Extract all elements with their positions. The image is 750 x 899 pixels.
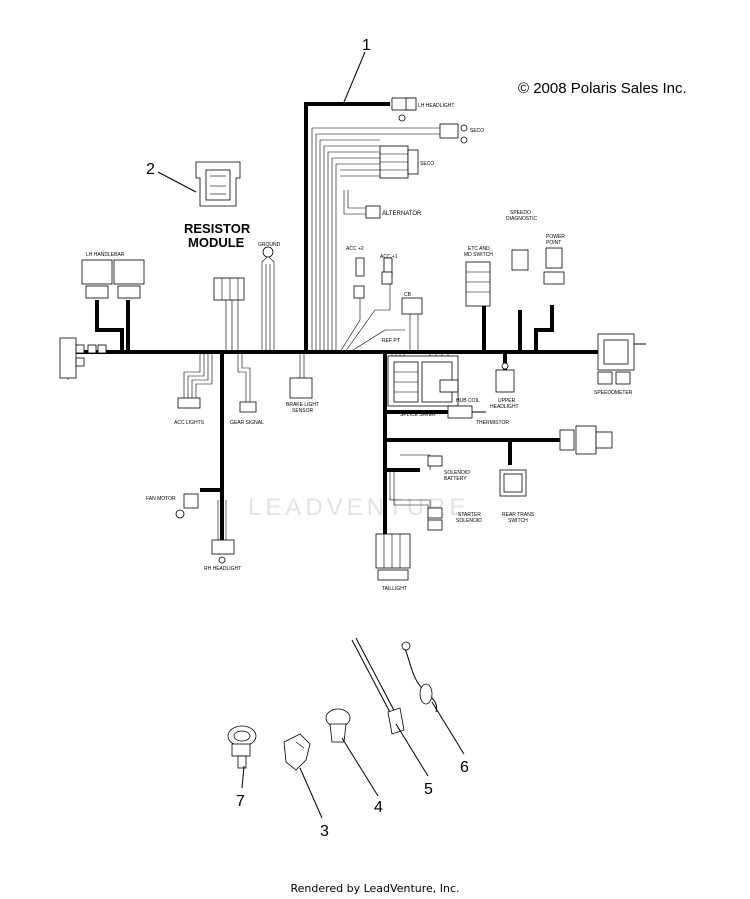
callout-6: 6 [460, 759, 469, 776]
resistor-module-label-1: RESISTOR [184, 221, 251, 236]
label-rear-trans-1: REAR TRANS [502, 512, 535, 518]
label-lh-handlebar: LH HANDLEBAR [86, 252, 125, 258]
wire-bundles [67, 127, 449, 540]
junction-dots [220, 350, 522, 442]
label-speedo-diag-2: DIAGNOSTIC [506, 216, 538, 222]
resistor-module-label-2: MODULE [188, 235, 245, 250]
callout-4: 4 [374, 799, 383, 816]
label-seco-lower: SECO [420, 161, 434, 167]
label-solenoid-1: SOLENOID [444, 470, 470, 476]
label-hub-coil: HUB COIL [456, 398, 480, 404]
label-speedo-diag-1: SPEEDO [510, 210, 531, 216]
label-brake-2: SENSOR [292, 408, 314, 414]
label-power-point-1: POWER [546, 234, 565, 240]
label-starter-2: SOLENOID [456, 518, 482, 524]
callout-1: 1 [362, 37, 371, 54]
callout-2: 2 [146, 161, 155, 178]
label-speedometer: SPEEDOMETER [594, 390, 633, 396]
footer-credit: Rendered by LeadVenture, Inc. [290, 882, 460, 895]
label-splice-saver: SPLICE SAVER [400, 412, 436, 418]
resistor-module-drawing [195, 161, 241, 207]
label-thermistor: THERMISTOR [476, 420, 509, 426]
copyright-text: © 2008 Polaris Sales Inc. [518, 80, 687, 97]
label-alternator: ALTERNATOR [382, 211, 422, 217]
label-starter-1: STARTER [458, 512, 481, 518]
label-upper-hl-1: UPPER [498, 398, 516, 404]
label-brake-1: BRAKE LIGHT [286, 402, 319, 408]
callout-leaders [157, 51, 465, 819]
label-acc2: ACC +2 [346, 246, 364, 252]
label-etc-2: MD SWITCH [464, 252, 493, 258]
label-fan-motor: FAN MOTOR [146, 496, 176, 502]
label-ground: GROUND [258, 242, 281, 248]
label-power-point-2: POINT [546, 240, 561, 246]
loose-parts [227, 637, 438, 771]
label-cb: CB [404, 292, 412, 298]
connectors [59, 97, 646, 581]
main-harness [68, 102, 600, 560]
label-lh-headlight: LH HEADLIGHT [418, 103, 454, 109]
callout-7: 7 [236, 793, 245, 810]
label-seco-upper: SECO [470, 128, 484, 134]
label-ref-pt: REF PT [382, 338, 400, 344]
callout-3: 3 [320, 823, 329, 840]
label-gear-signal: GEAR SIGNAL [230, 420, 264, 426]
label-etc-1: ETC AND [468, 246, 490, 252]
label-acc-lights: ACC LIGHTS [174, 420, 205, 426]
label-taillight: TAILLIGHT [382, 586, 407, 592]
label-rear-trans-2: SWITCH [508, 518, 528, 524]
label-solenoid-2: BATTERY [444, 476, 467, 482]
label-acc1: ACC +1 [380, 254, 398, 260]
callout-5: 5 [424, 781, 433, 798]
label-upper-hl-2: HEADLIGHT [490, 404, 519, 410]
label-rh-headlight: RH HEADLIGHT [204, 566, 241, 572]
